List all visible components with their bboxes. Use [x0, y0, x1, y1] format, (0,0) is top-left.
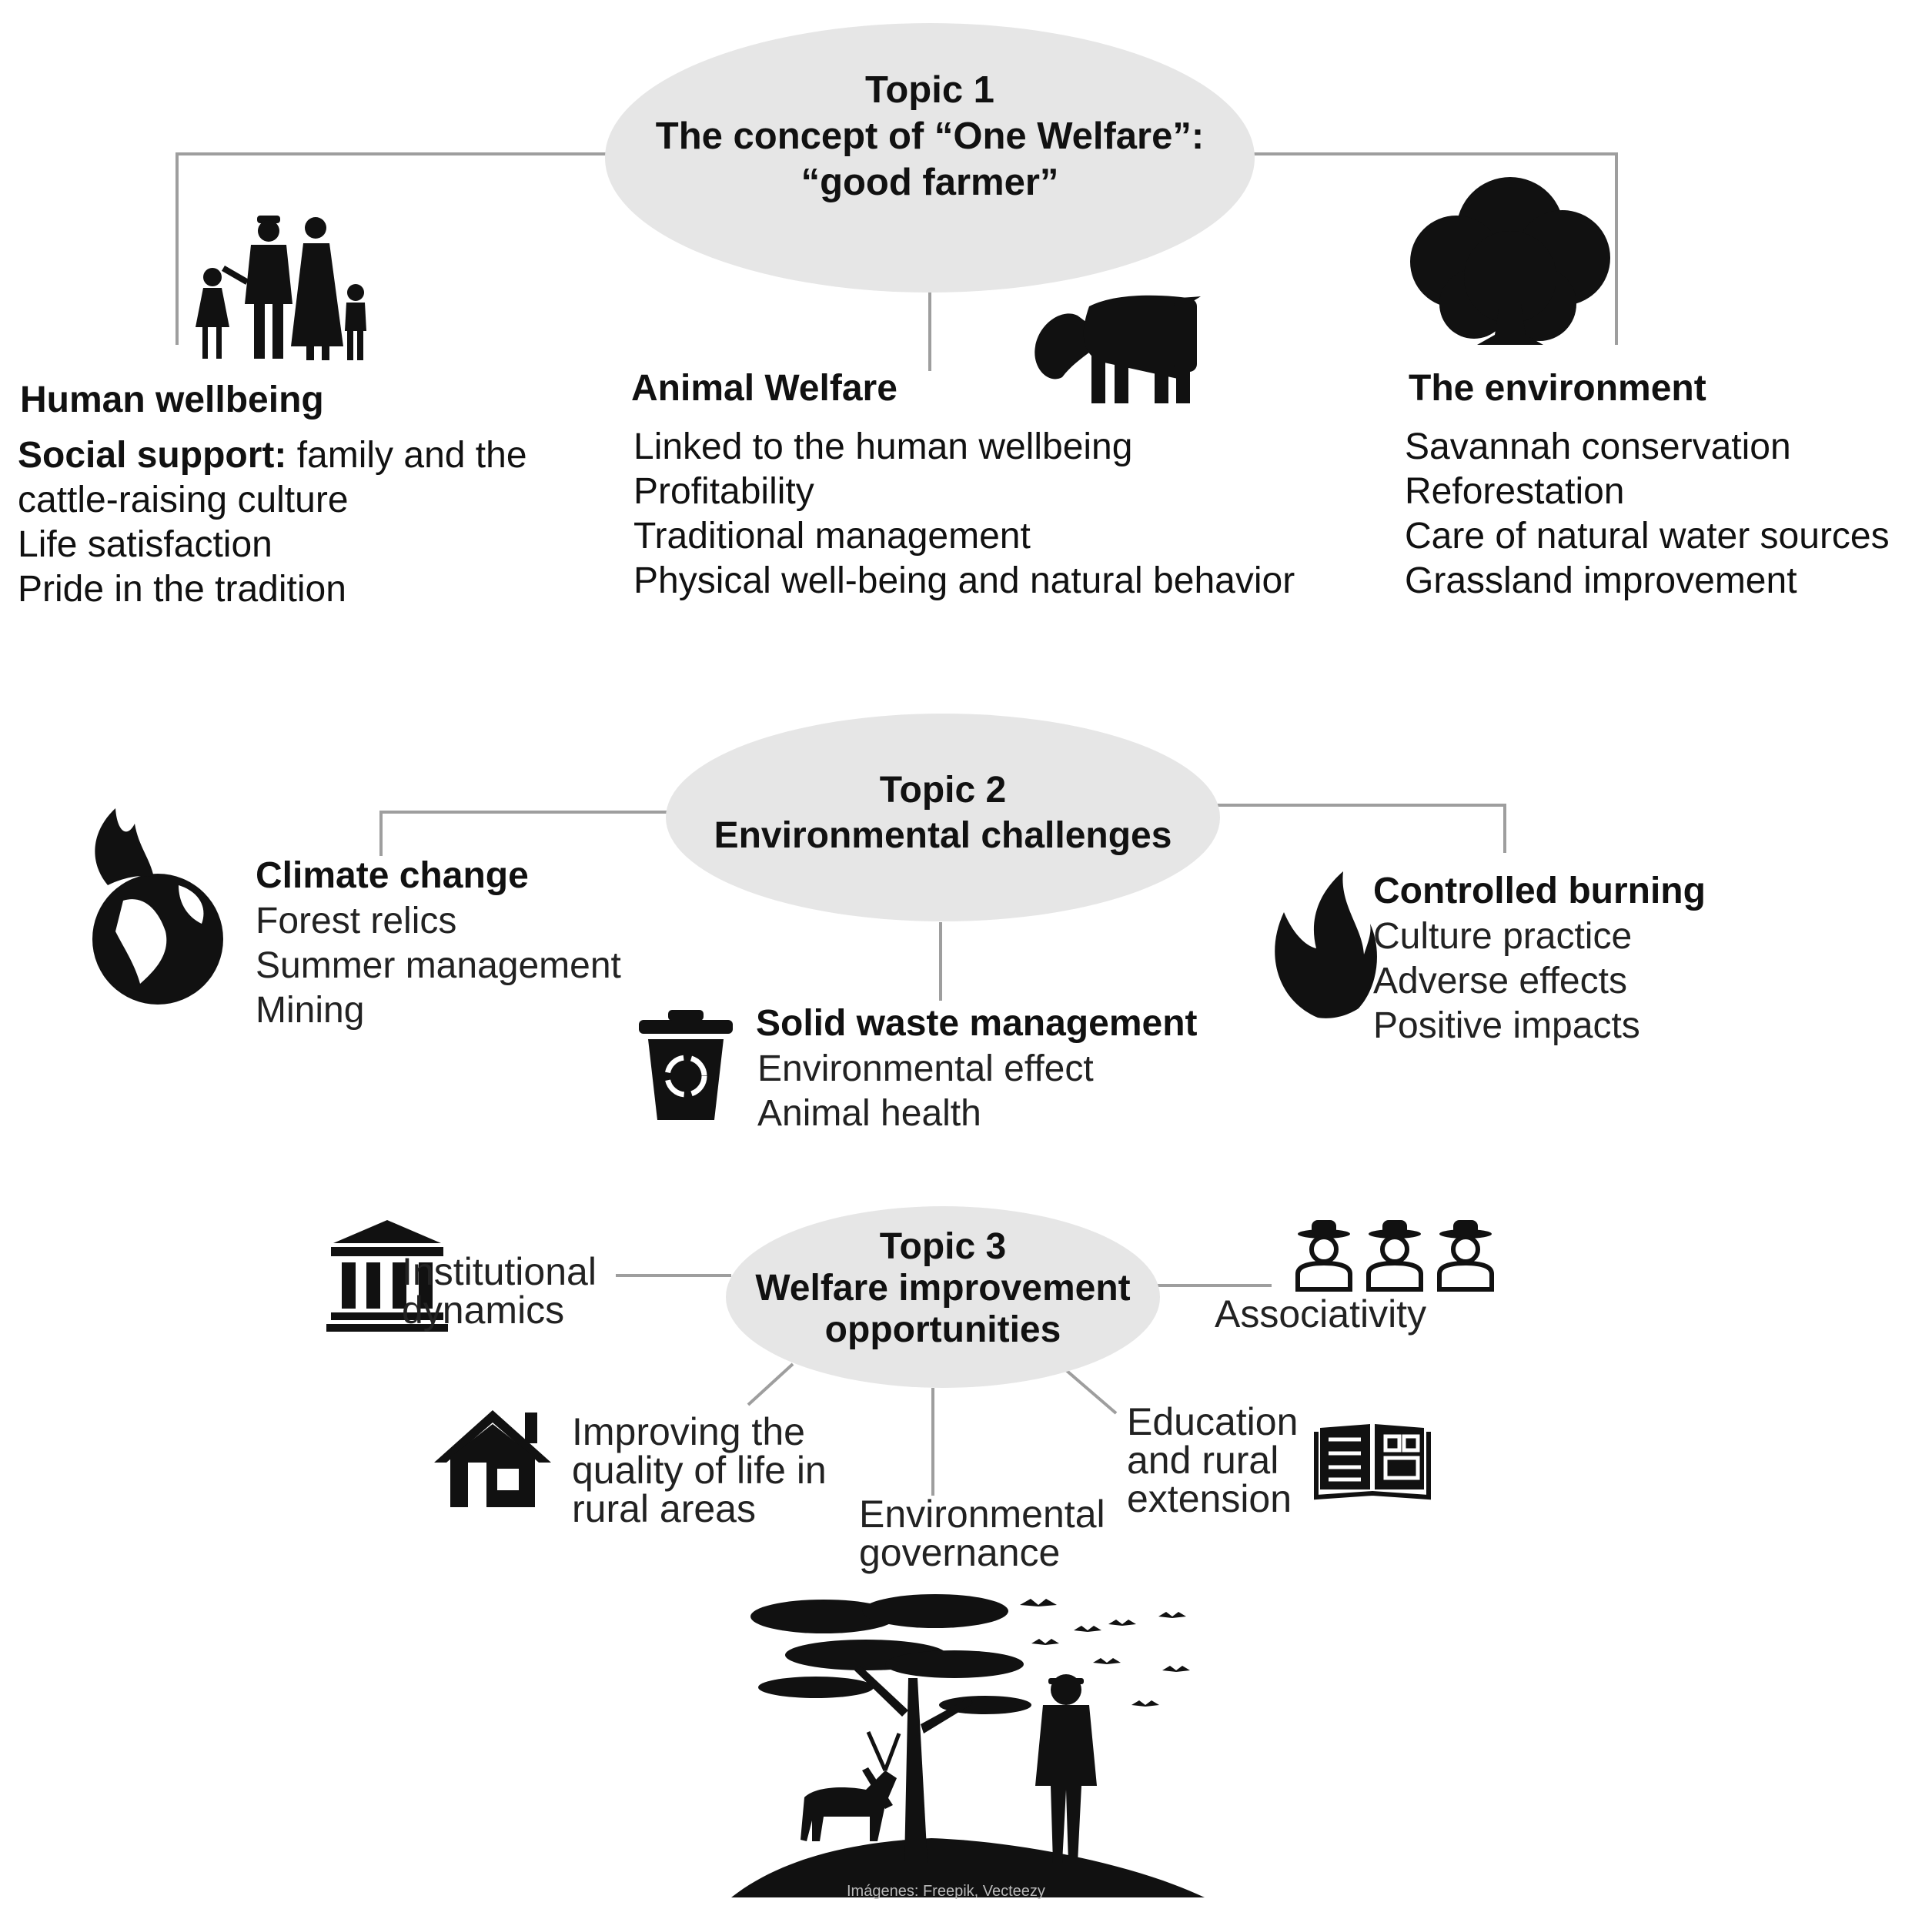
social-support-item: Social support: family and the	[18, 433, 527, 478]
label-line: and rural	[1127, 1439, 1279, 1482]
farmers-icon	[1295, 1220, 1494, 1292]
list-item: cattle-raising culture	[18, 480, 349, 520]
list-item: Savannah conservation	[1405, 426, 1791, 467]
list-item: Animal health	[757, 1093, 981, 1134]
savanna-scene-icon	[731, 1594, 1205, 1897]
family-icon	[196, 216, 366, 360]
list-item: Life satisfaction	[18, 524, 272, 565]
connector-burning	[1216, 804, 1506, 853]
list-item: Environmental effect	[757, 1048, 1094, 1089]
label-line: governance	[859, 1531, 1061, 1574]
label-line: Environmental	[859, 1493, 1105, 1536]
institution-icon	[326, 1220, 448, 1332]
label-line: Education	[1127, 1400, 1299, 1443]
quality-of-life-label: Improving the quality of life in rural a…	[572, 1413, 827, 1528]
connector-environment	[1251, 152, 1618, 345]
connector-lines	[175, 152, 1618, 1496]
associativity-label: Associativity	[1215, 1295, 1426, 1333]
social-support-label: Social support:	[18, 435, 287, 476]
topic3-title-line1: Welfare improvement	[755, 1268, 1131, 1309]
recycle-bin-icon	[639, 1010, 733, 1120]
label-line: Improving the	[572, 1410, 805, 1453]
list-item: Positive impacts	[1373, 1005, 1640, 1046]
house-icon	[434, 1410, 551, 1507]
list-item: Forest relics	[256, 901, 457, 941]
list-item: Grassland improvement	[1405, 560, 1797, 601]
social-support-text: family and the	[286, 435, 527, 476]
list-item: Traditional management	[633, 516, 1031, 557]
topic1-label: Topic 1	[865, 69, 994, 111]
label-line: quality of life in	[572, 1449, 827, 1492]
connector-human	[175, 152, 608, 345]
list-item: Summer management	[256, 945, 621, 986]
connector-climate	[379, 811, 670, 856]
human-wellbeing-list: Social support: family and the cattle-ra…	[18, 433, 527, 612]
burning-globe-icon	[92, 808, 223, 1005]
environment-list: Savannah conservation Reforestation Care…	[1405, 425, 1890, 603]
topic3-title-line2: opportunities	[824, 1309, 1061, 1350]
topic3-title: Topic 3 Welfare improvement opportunitie…	[726, 1226, 1160, 1351]
solid-waste-heading: Solid waste management	[756, 1003, 1198, 1044]
label-line: extension	[1127, 1477, 1292, 1520]
topic3-ellipse	[726, 1206, 1160, 1388]
label-line: rural areas	[572, 1487, 756, 1530]
environment-heading: The environment	[1409, 368, 1706, 409]
environmental-governance-label: Environmental governance	[859, 1495, 1105, 1572]
topic2-title: Topic 2 Environmental challenges	[666, 768, 1220, 858]
controlled-burning-list: Culture practice Adverse effects Positiv…	[1373, 914, 1640, 1048]
institutional-dynamics-label: Institutional dynamics	[402, 1252, 597, 1329]
climate-change-list: Forest relics Summer management Mining	[256, 899, 621, 1033]
education-extension-label: Education and rural extension	[1127, 1402, 1298, 1518]
list-item: Profitability	[633, 471, 814, 512]
topic2-label: Topic 2	[879, 770, 1007, 811]
controlled-burning-heading: Controlled burning	[1373, 871, 1706, 911]
list-item: Reforestation	[1405, 471, 1625, 512]
list-item: Care of natural water sources	[1405, 516, 1890, 557]
topic1-title-line2: “good farmer”	[801, 161, 1059, 203]
solid-waste-list: Environmental effect Animal health	[757, 1047, 1094, 1136]
list-item: Physical well-being and natural behavior	[633, 560, 1295, 601]
topic3-label: Topic 3	[879, 1226, 1007, 1267]
topic2-ellipse	[666, 714, 1220, 921]
animal-welfare-heading: Animal Welfare	[631, 368, 897, 409]
label-line: dynamics	[402, 1289, 565, 1332]
topic1-title: Topic 1 The concept of “One Welfare”: “g…	[605, 68, 1255, 206]
topic1-ellipse	[605, 23, 1255, 293]
climate-change-heading: Climate change	[256, 855, 529, 896]
list-item: Mining	[256, 990, 365, 1031]
list-item: Culture practice	[1373, 916, 1633, 957]
image-credit: Imágenes: Freepik, Vecteezy	[847, 1883, 1045, 1900]
list-item: Adverse effects	[1373, 961, 1627, 1001]
animal-welfare-list: Linked to the human wellbeing Profitabil…	[633, 425, 1295, 603]
cow-icon	[1035, 295, 1201, 403]
connector-education	[1065, 1369, 1118, 1415]
list-item: Linked to the human wellbeing	[633, 426, 1133, 467]
human-wellbeing-heading: Human wellbeing	[20, 379, 324, 420]
label-line: Institutional	[402, 1250, 597, 1293]
flame-icon	[1275, 871, 1377, 1018]
book-icon	[1314, 1424, 1431, 1500]
list-item: Pride in the tradition	[18, 569, 346, 610]
topic2-title-line1: Environmental challenges	[714, 814, 1172, 856]
tree-icon	[1410, 177, 1610, 345]
label-line: Associativity	[1215, 1292, 1427, 1336]
topic1-title-line1: The concept of “One Welfare”:	[655, 115, 1205, 157]
connector-quality	[747, 1362, 794, 1406]
